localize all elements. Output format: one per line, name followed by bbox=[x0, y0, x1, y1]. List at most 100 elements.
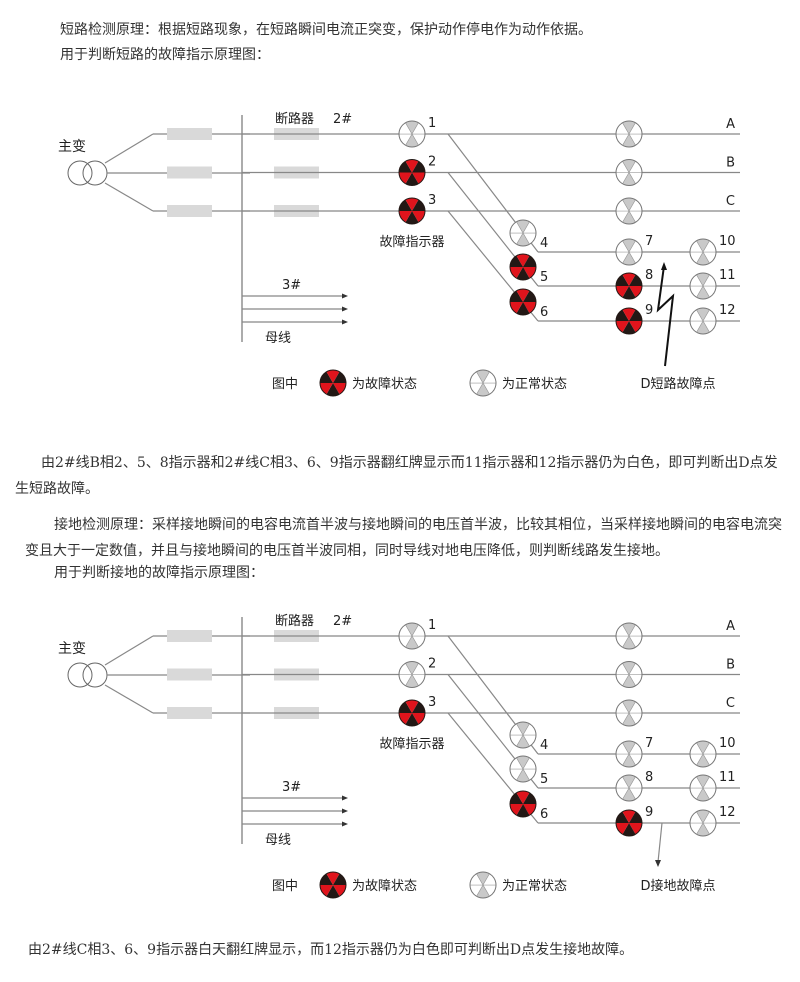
indicator-normal bbox=[615, 159, 643, 186]
indicator-outline bbox=[689, 740, 717, 768]
short-conclusion-text: 由2#线B相2、5、8指示器和2#线C相3、6、9指示器翻红牌显示而11指示器和… bbox=[15, 455, 778, 497]
indicator-outline bbox=[689, 307, 717, 335]
indicator-sector bbox=[622, 308, 636, 321]
breaker-block bbox=[167, 128, 212, 140]
phase-label-a: A bbox=[726, 619, 735, 634]
indicator-number-9: 9 bbox=[645, 805, 653, 820]
indicator-outline bbox=[509, 253, 537, 281]
breaker-block bbox=[167, 166, 212, 179]
indicator-outline bbox=[398, 661, 426, 688]
phase-label-b: B bbox=[726, 658, 735, 673]
indicator-outline bbox=[509, 721, 537, 749]
indicator-normal bbox=[615, 238, 643, 266]
indicator-number-8: 8 bbox=[645, 268, 653, 283]
short-principle-text: 短路检测原理：根据短路现象，在短路瞬间电流正突变，保护动作停电作为动作依据。 bbox=[60, 22, 592, 38]
line-2-label: 2# bbox=[333, 112, 352, 127]
bus-label: 母线 bbox=[265, 833, 291, 848]
legend-normal-icon bbox=[469, 369, 497, 397]
indicator-sector bbox=[516, 254, 530, 267]
indicator-number-8: 8 bbox=[645, 770, 653, 785]
phase-label-c: C bbox=[726, 696, 735, 711]
indicator-normal bbox=[615, 699, 643, 727]
indicator-sector bbox=[516, 289, 530, 302]
transformer-winding-icon bbox=[82, 662, 108, 688]
indicator-number-1: 1 bbox=[428, 116, 436, 131]
indicator-outline bbox=[319, 871, 347, 899]
indicator-sector bbox=[516, 791, 530, 804]
fault-pointer bbox=[657, 822, 663, 863]
indicator-number-7: 7 bbox=[645, 234, 653, 249]
legend-prefix: 图中 bbox=[272, 879, 298, 894]
indicator-number-10: 10 bbox=[719, 736, 736, 751]
indicator-normal bbox=[689, 272, 717, 300]
feeder-wire bbox=[104, 182, 154, 212]
indicator-normal bbox=[398, 120, 426, 148]
indicator-normal bbox=[615, 661, 643, 688]
indicator-faulted bbox=[398, 699, 426, 727]
indicator-normal bbox=[615, 120, 643, 148]
arrow-icon bbox=[342, 306, 348, 312]
indicator-normal bbox=[398, 661, 426, 688]
arrow-icon bbox=[342, 293, 348, 299]
indicator-number-3: 3 bbox=[428, 695, 436, 710]
legend-fault-label: 为故障状态 bbox=[352, 879, 417, 894]
transformer-winding-icon bbox=[67, 160, 93, 186]
indicator-normal bbox=[615, 740, 643, 768]
transformer-label: 主变 bbox=[58, 641, 86, 657]
indicator-normal bbox=[689, 740, 717, 768]
breaker-label: 断路器 bbox=[275, 613, 314, 629]
indicator-normal bbox=[689, 809, 717, 837]
indicator-sector bbox=[622, 286, 636, 299]
indicator-outline bbox=[615, 272, 643, 300]
legend-normal-label: 为正常状态 bbox=[502, 879, 567, 894]
line-3-label: 3# bbox=[282, 780, 301, 795]
feeder-wire bbox=[104, 684, 154, 714]
ground-diagram-caption: 用于判断接地的故障指示原理图： bbox=[54, 565, 264, 581]
indicator-normal bbox=[615, 774, 643, 802]
indicator-sector bbox=[405, 211, 419, 224]
indicator-number-12: 12 bbox=[719, 805, 736, 820]
phase-label-b: B bbox=[726, 156, 735, 171]
indicator-normal bbox=[509, 219, 537, 247]
indicator-faulted bbox=[398, 159, 426, 186]
indicator-sector bbox=[405, 172, 419, 186]
indicator-label: 故障指示器 bbox=[379, 737, 444, 752]
indicator-number-4: 4 bbox=[540, 236, 548, 251]
arrow-icon bbox=[342, 319, 348, 325]
indicator-outline bbox=[509, 219, 537, 247]
indicator-number-10: 10 bbox=[719, 234, 736, 249]
indicator-normal bbox=[509, 755, 537, 783]
transformer-winding-icon bbox=[67, 662, 93, 688]
indicator-outline bbox=[509, 790, 537, 818]
indicator-sector bbox=[622, 321, 636, 334]
indicator-outline bbox=[615, 809, 643, 837]
indicator-sector bbox=[622, 823, 636, 836]
indicator-number-3: 3 bbox=[428, 193, 436, 208]
legend-fault-label: 为故障状态 bbox=[352, 377, 417, 392]
indicator-number-5: 5 bbox=[540, 772, 548, 787]
fault-point-label: D接地故障点 bbox=[640, 878, 715, 894]
indicator-normal bbox=[689, 774, 717, 802]
transformer-label: 主变 bbox=[58, 139, 86, 155]
indicator-outline bbox=[615, 661, 643, 688]
indicator-outline bbox=[689, 809, 717, 837]
indicator-outline bbox=[319, 369, 347, 397]
indicator-sector bbox=[516, 302, 530, 315]
indicator-normal bbox=[615, 622, 643, 650]
indicator-number-7: 7 bbox=[645, 736, 653, 751]
indicator-outline bbox=[398, 159, 426, 186]
breaker-block bbox=[167, 668, 212, 681]
arrow-icon bbox=[655, 860, 661, 867]
indicator-number-2: 2 bbox=[428, 657, 436, 672]
indicator-outline bbox=[398, 699, 426, 727]
arrow-icon bbox=[342, 821, 348, 827]
indicator-sector bbox=[326, 383, 340, 397]
phase-label-c: C bbox=[726, 194, 735, 209]
indicator-sector bbox=[405, 198, 419, 211]
indicator-outline bbox=[615, 774, 643, 802]
indicator-sector bbox=[405, 713, 419, 726]
indicator-outline bbox=[615, 159, 643, 186]
indicator-number-2: 2 bbox=[428, 155, 436, 170]
